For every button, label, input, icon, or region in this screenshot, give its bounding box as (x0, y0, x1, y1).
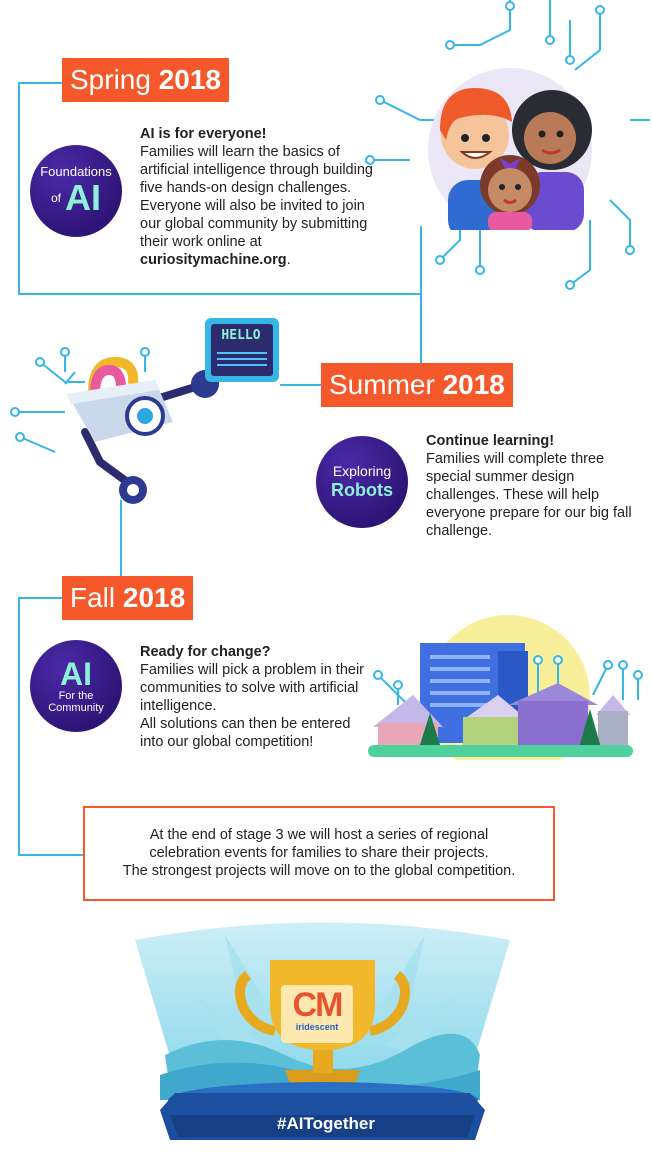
badge-sub-text: Community (48, 702, 104, 714)
timeline-line (18, 597, 66, 599)
badge-big-text: Robots (331, 480, 393, 500)
spring-heading: AI is for everyone! (140, 126, 267, 142)
badge-of-text: of (50, 191, 61, 205)
spring-link: curiositymachine.org (140, 252, 287, 268)
circuit-decoration (365, 0, 650, 290)
fall-body-2: All solutions can then be entered into o… (140, 716, 351, 750)
season-year: 2018 (122, 582, 186, 613)
season-name: Spring (70, 64, 151, 95)
stage-3-note: At the end of stage 3 we will host a ser… (83, 806, 555, 901)
badge-big-text: AI (65, 177, 101, 218)
summer-body: Families will complete three special sum… (426, 451, 632, 539)
timeline-line (420, 226, 422, 364)
summer-description: Continue learning! Families will complet… (426, 432, 636, 540)
spring-season-label: Spring 2018 (62, 58, 230, 102)
timeline-line (18, 82, 62, 84)
timeline-line (280, 384, 322, 386)
badge-big-text: AI (60, 656, 92, 692)
trophy-scene (135, 922, 510, 1140)
robot-illustration (10, 318, 279, 504)
logo-cm-text: CM (292, 986, 344, 1024)
fall-heading: Ready for change? (140, 644, 271, 660)
robot-screen-text: HELLO (221, 328, 261, 343)
note-line-3: The strongest projects will move on to t… (122, 863, 516, 879)
timeline-line (120, 500, 122, 595)
badge-sub-text: For the (58, 690, 94, 702)
spring-description: AI is for everyone! Families will learn … (140, 125, 380, 269)
note-line-1: At the end of stage 3 we will host a ser… (149, 827, 489, 843)
summer-heading: Continue learning! (426, 433, 555, 449)
season-year: 2018 (158, 64, 222, 95)
spring-link-suffix: . (286, 252, 291, 268)
logo-iridescent-text: iridescent (295, 1022, 339, 1032)
timeline-line (18, 293, 421, 295)
season-name: Summer (329, 369, 435, 400)
season-name: Fall (70, 582, 116, 613)
spring-body: Families will learn the basics of artifi… (140, 144, 373, 250)
fall-body-1: Families will pick a problem in their co… (140, 662, 365, 714)
fall-season-label: Fall 2018 (62, 576, 194, 620)
season-year: 2018 (442, 369, 505, 400)
family-illustration (428, 68, 592, 230)
timeline-line (18, 597, 20, 855)
timeline-line (18, 854, 84, 856)
badge-top-text: Foundations (40, 164, 112, 179)
spring-badge: Foundations of AI (30, 145, 122, 237)
note-line-2: celebration events for families to share… (149, 845, 489, 861)
fall-badge: AI For the Community (30, 640, 122, 732)
summer-season-label: Summer 2018 (321, 363, 513, 407)
badge-top-text: Exploring (332, 463, 392, 479)
summer-badge: Exploring Robots (316, 436, 408, 528)
trophy-logo: CM iridescent (286, 988, 348, 1032)
timeline-line (18, 82, 20, 294)
hashtag-text: #AITogether (277, 1114, 375, 1133)
town-illustration (368, 615, 643, 760)
fall-description: Ready for change? Families will pick a p… (140, 643, 365, 751)
